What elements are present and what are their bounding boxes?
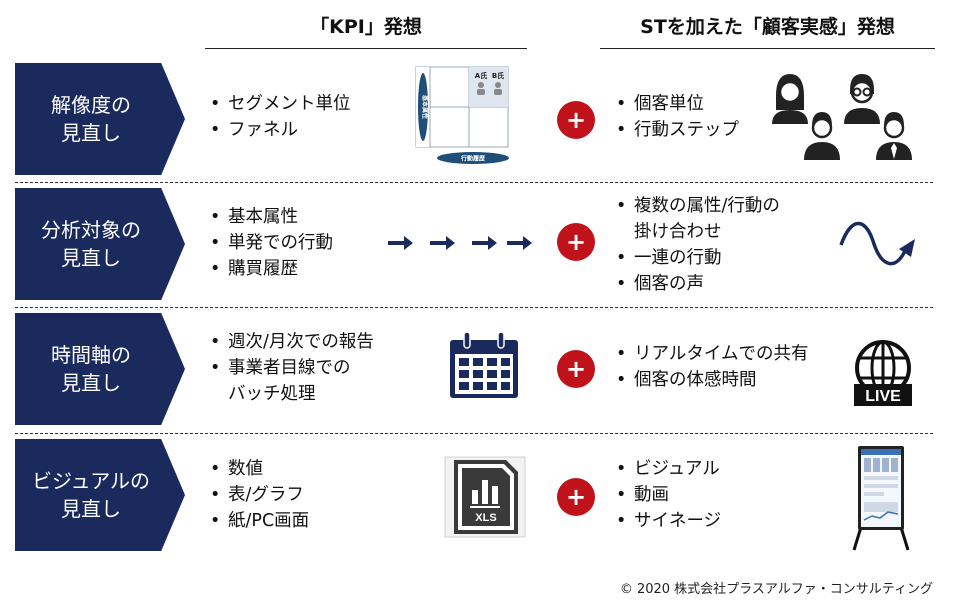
kpi-list-resolution: セグメント単位 ファネル	[208, 91, 351, 143]
xls-file-icon: XLS	[444, 456, 526, 538]
row-separator	[15, 307, 933, 308]
st-list-target: 複数の属性/行動の 掛け合わせ 一連の行動 個客の声	[614, 193, 780, 297]
copyright-text: © 2020 株式会社プラスアルファ・コンサルティング	[619, 582, 933, 597]
matrix-axis-horizontal: 行動履歴	[460, 155, 485, 163]
row-label-line: 見直し	[61, 246, 121, 270]
list-item: 数値	[208, 456, 309, 482]
row-label-line: 見直し	[61, 497, 121, 521]
row-label-line: ビジュアルの	[32, 469, 150, 493]
list-item: 紙/PC画面	[208, 508, 309, 534]
st-header: STを加えた「顧客実感」発想	[640, 16, 895, 38]
list-item: 購買履歴	[208, 256, 333, 282]
kpi-header: 「KPI」発想	[310, 16, 422, 38]
list-item: 個客の声	[614, 271, 780, 297]
row-label-line: 時間軸の	[51, 343, 131, 367]
list-item: 行動ステップ	[614, 117, 739, 143]
row-label-line: 見直し	[61, 371, 121, 395]
list-item: 複数の属性/行動の	[614, 193, 780, 219]
list-item: 週次/月次での報告	[208, 329, 374, 355]
person-icon	[772, 74, 808, 124]
globe-live-icon: LIVE	[854, 340, 912, 406]
calendar-icon	[450, 331, 518, 398]
wave-arrow-icon	[839, 221, 915, 266]
list-item: リアルタイムでの共有	[614, 341, 808, 367]
row-separator	[15, 433, 933, 434]
row-label-resolution: 解像度の 見直し	[15, 63, 185, 175]
person-icon	[804, 112, 840, 160]
kpi-list-target: 基本属性 単発での行動 購買履歴	[208, 204, 333, 282]
row-label-line: 見直し	[61, 121, 121, 145]
list-item: セグメント単位	[208, 91, 351, 117]
st-header-underline	[600, 48, 935, 49]
list-item: 動画	[614, 482, 721, 508]
kpi-header-underline	[205, 48, 527, 49]
list-item: ファネル	[208, 117, 351, 143]
person-mini-icon	[477, 82, 502, 95]
row-label-line: 解像度の	[51, 93, 131, 117]
list-item: 基本属性	[208, 204, 333, 230]
st-list-resolution: 個客単位 行動ステップ	[614, 91, 739, 143]
matrix-cell-b: B氏	[492, 71, 504, 80]
list-item: 単発での行動	[208, 230, 333, 256]
live-label: LIVE	[865, 388, 901, 405]
kpi-list-visual: 数値 表/グラフ 紙/PC画面	[208, 456, 309, 534]
segment-matrix-icon: 基本属性 行動履歴 A氏 B氏	[415, 66, 509, 164]
plus-icon: +	[557, 478, 595, 516]
people-group-icon	[772, 74, 912, 160]
list-item-continuation: バッチ処理	[228, 384, 316, 404]
plus-icon: +	[557, 350, 595, 388]
list-item: 一連の行動	[614, 245, 780, 271]
plus-icon: +	[557, 223, 595, 261]
list-item: ビジュアル	[614, 456, 721, 482]
plus-icon: +	[557, 101, 595, 139]
list-item-continuation: 掛け合わせ	[634, 222, 722, 242]
list-item: 事業者目線での	[208, 355, 374, 381]
list-item: サイネージ	[614, 508, 721, 534]
signage-icon	[852, 446, 910, 551]
arrow-sequence-icon	[388, 236, 532, 250]
list-item: 個客単位	[614, 91, 739, 117]
row-label-target: 分析対象の 見直し	[15, 188, 185, 300]
row-label-line: 分析対象の	[41, 218, 141, 242]
st-list-visual: ビジュアル 動画 サイネージ	[614, 456, 721, 534]
list-item: 表/グラフ	[208, 482, 309, 508]
st-list-timeline: リアルタイムでの共有 個客の体感時間	[614, 341, 808, 393]
row-separator	[15, 182, 933, 183]
matrix-cell-a: A氏	[475, 71, 487, 80]
xls-label: XLS	[475, 512, 496, 524]
person-icon	[876, 112, 912, 160]
person-icon	[844, 74, 880, 124]
list-item: 個客の体感時間	[614, 367, 808, 393]
row-label-visual: ビジュアルの 見直し	[15, 439, 185, 551]
matrix-axis-vertical: 基本属性	[421, 94, 429, 119]
row-label-timeline: 時間軸の 見直し	[15, 313, 185, 425]
kpi-list-timeline: 週次/月次での報告 事業者目線での バッチ処理	[208, 329, 374, 407]
